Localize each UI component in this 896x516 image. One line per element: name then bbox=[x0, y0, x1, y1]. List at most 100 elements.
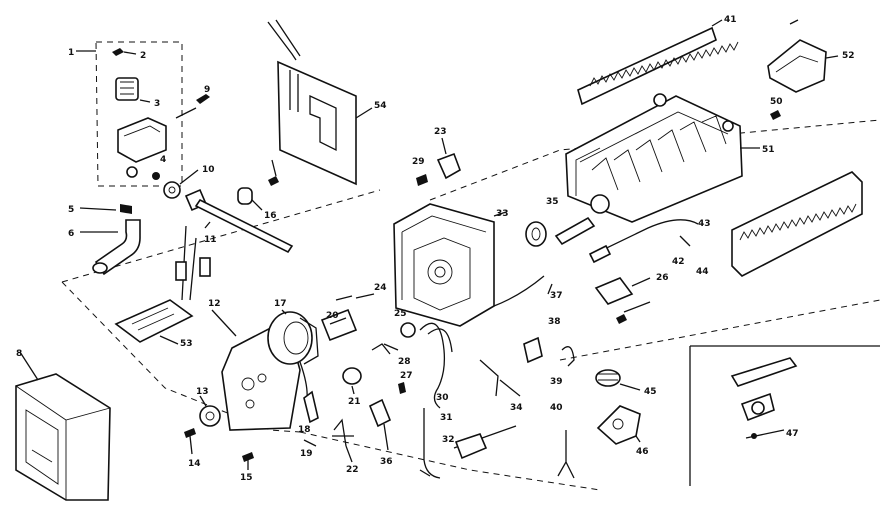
callout-15: 15 bbox=[240, 473, 253, 483]
callout-23: 23 bbox=[434, 127, 447, 137]
callout-4: 4 bbox=[160, 155, 166, 165]
callout-40: 40 bbox=[550, 403, 563, 413]
part-37-ground-wire bbox=[493, 275, 553, 307]
part-16-grommet bbox=[237, 187, 263, 211]
part-54-heater bbox=[267, 19, 373, 186]
callout-labels: 1 2 3 4 5 6 8 9 10 11 12 13 14 15 16 17 … bbox=[16, 15, 855, 483]
callout-8: 8 bbox=[16, 349, 22, 359]
callout-36: 36 bbox=[380, 457, 393, 467]
callout-52: 52 bbox=[842, 51, 855, 61]
callout-29: 29 bbox=[412, 157, 425, 167]
callout-34: 34 bbox=[510, 403, 523, 413]
callout-19: 19 bbox=[300, 449, 313, 459]
part-26-bracket bbox=[594, 277, 651, 305]
callout-26: 26 bbox=[656, 273, 669, 283]
part-53-label-card bbox=[114, 225, 211, 345]
part-28-thermostat-lead bbox=[383, 343, 399, 351]
part-40-wire-pin bbox=[557, 430, 575, 479]
part-23-switch bbox=[436, 137, 461, 180]
inset-detail-box bbox=[689, 345, 880, 486]
callout-28: 28 bbox=[398, 357, 411, 367]
part-42-spring-clip bbox=[679, 235, 691, 247]
callout-47: 47 bbox=[786, 429, 799, 439]
callout-5: 5 bbox=[68, 205, 74, 215]
callout-38: 38 bbox=[548, 317, 561, 327]
callout-27: 27 bbox=[400, 371, 413, 381]
callout-1: 1 bbox=[68, 48, 74, 58]
callout-2: 2 bbox=[140, 51, 146, 61]
callout-22: 22 bbox=[346, 465, 359, 475]
part-24-wire bbox=[335, 293, 375, 301]
callout-46: 46 bbox=[636, 447, 649, 457]
callout-39: 39 bbox=[550, 377, 563, 387]
callout-24: 24 bbox=[374, 283, 387, 293]
callout-42: 42 bbox=[672, 257, 685, 267]
part-32-wire-connector bbox=[453, 425, 517, 460]
part-8-control-module bbox=[15, 351, 111, 501]
callout-31: 31 bbox=[440, 413, 453, 423]
part-41-ejector-blades bbox=[577, 19, 739, 106]
part-13-gear bbox=[199, 395, 221, 427]
part-45-inlet-fitting bbox=[595, 369, 641, 391]
callout-41: 41 bbox=[724, 15, 737, 25]
part-14-screw bbox=[184, 428, 196, 455]
part-26-clip bbox=[371, 343, 391, 355]
callout-20: 20 bbox=[326, 311, 339, 321]
callout-14: 14 bbox=[188, 459, 201, 469]
callout-33: 33 bbox=[496, 209, 509, 219]
part-9-clip bbox=[175, 94, 210, 119]
part-5-screw bbox=[79, 204, 132, 214]
callout-13: 13 bbox=[196, 387, 209, 397]
bracket-kit-group bbox=[76, 41, 183, 187]
callout-53: 53 bbox=[180, 339, 193, 349]
part-11-fill-tube bbox=[184, 188, 294, 254]
part-29-screw bbox=[416, 174, 428, 186]
part-18-lever bbox=[303, 390, 319, 447]
callout-32: 32 bbox=[442, 435, 455, 445]
callout-44: 44 bbox=[696, 267, 709, 277]
callout-35: 35 bbox=[546, 197, 559, 207]
callout-43: 43 bbox=[698, 219, 711, 229]
part-17-motor bbox=[267, 309, 319, 405]
part-34-screw-b bbox=[499, 379, 521, 397]
part-50-screw-top bbox=[770, 110, 781, 120]
callout-54: 54 bbox=[374, 101, 387, 111]
part-44-fill-cup bbox=[731, 171, 863, 277]
part-35-bushing bbox=[525, 221, 547, 247]
callout-45: 45 bbox=[644, 387, 657, 397]
part-15-screw bbox=[242, 452, 254, 470]
callout-3: 3 bbox=[154, 99, 160, 109]
callout-12: 12 bbox=[208, 299, 221, 309]
part-21-cam bbox=[342, 367, 362, 395]
part-50-screw-bottom bbox=[616, 301, 651, 324]
part-43-ejector-shaft bbox=[554, 216, 699, 264]
callout-6: 6 bbox=[68, 229, 74, 239]
part-38-ejector-clip bbox=[523, 336, 543, 364]
callout-10: 10 bbox=[202, 165, 215, 175]
callout-50: 50 bbox=[770, 97, 783, 107]
part-20-switch bbox=[320, 308, 358, 342]
callout-37: 37 bbox=[550, 291, 563, 301]
callout-11: 11 bbox=[204, 235, 217, 245]
callout-30: 30 bbox=[436, 393, 449, 403]
part-25-thermostat bbox=[400, 322, 416, 338]
part-31-valve-lead bbox=[419, 408, 441, 479]
part-27-screw bbox=[398, 382, 406, 394]
callout-16: 16 bbox=[264, 211, 277, 221]
callout-17: 17 bbox=[274, 299, 287, 309]
callout-18: 18 bbox=[298, 425, 311, 435]
part-51-ice-mold bbox=[565, 93, 760, 223]
part-34-screw-a bbox=[479, 359, 499, 397]
part-39-clip bbox=[561, 346, 575, 367]
part-10-nut bbox=[163, 169, 199, 199]
callout-51: 51 bbox=[762, 145, 775, 155]
part-22-spring bbox=[332, 418, 354, 463]
callout-9: 9 bbox=[204, 85, 210, 95]
part-52-support-bracket bbox=[767, 19, 839, 93]
part-33-control-housing bbox=[393, 203, 507, 327]
part-30-wire-harness bbox=[419, 322, 453, 409]
part-46-valve-assembly bbox=[596, 405, 641, 445]
part-19-screw bbox=[268, 159, 279, 186]
